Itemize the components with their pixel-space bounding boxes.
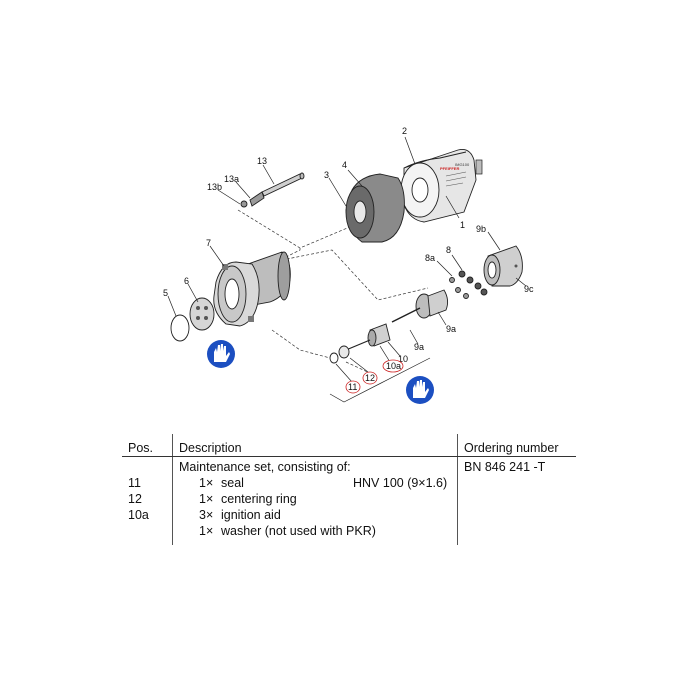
- item-name: seal: [221, 476, 244, 490]
- callout-2: 2: [402, 126, 407, 136]
- list-item: 1× washer (not used with PKR): [179, 523, 451, 539]
- callout-10: 10: [398, 354, 408, 364]
- flange-part: [213, 251, 291, 327]
- item-name: washer (not used with PKR): [221, 524, 376, 538]
- screws-part: [449, 270, 488, 299]
- svg-text:12: 12: [365, 373, 375, 383]
- callout-13: 13: [257, 156, 267, 166]
- table-row: 11 12 10a Maintenance set, consisting of…: [122, 456, 577, 546]
- pos-cell: 11 12 10a: [122, 456, 173, 545]
- item-name: centering ring: [221, 492, 297, 506]
- anode-holder-part: [391, 289, 449, 323]
- pos-value: 12: [128, 492, 142, 506]
- assembly-path: [261, 249, 429, 301]
- gauge-label: IMG100: [455, 162, 470, 167]
- exploded-view-diagram: PFEIFFER IMG100: [163, 126, 534, 404]
- callout-5: 5: [163, 288, 168, 298]
- ceramic-part: [345, 323, 391, 351]
- callout-13b: 13b: [207, 182, 222, 192]
- cylinder-part-9b: [483, 245, 523, 287]
- brand-mark: PFEIFFER: [440, 166, 459, 171]
- header-description: Description: [172, 434, 458, 457]
- callout-6: 6: [184, 276, 189, 286]
- callout-9b: 9b: [476, 224, 486, 234]
- parts-table: Pos. Description Ordering number 11 12 1…: [122, 434, 576, 545]
- assembly-path: [271, 329, 331, 359]
- set-title: Maintenance set, consisting of:: [179, 460, 351, 474]
- callout-8a: 8a: [425, 253, 435, 263]
- callout-9a-lower: 9a: [414, 342, 424, 352]
- ordering-number: BN 846 241 -T: [464, 460, 546, 474]
- description-cell: Maintenance set, consisting of: 1× seal HN…: [172, 456, 458, 545]
- wear-gloves-icon: [406, 376, 434, 404]
- list-item: 1× seal HNV 100 (9×1.6): [179, 475, 451, 491]
- callout-4: 4: [342, 160, 347, 170]
- item-spec: HNV 100 (9×1.6): [353, 476, 448, 490]
- callout-1: 1: [460, 220, 465, 230]
- callout-8: 8: [446, 245, 451, 255]
- item-qty: 1×: [199, 492, 214, 506]
- header-ordering-number: Ordering number: [457, 434, 576, 457]
- callout-7: 7: [206, 238, 211, 248]
- svg-text:11: 11: [348, 382, 357, 392]
- ordering-number-cell: BN 846 241 -T: [458, 457, 577, 546]
- item-qty: 1×: [199, 476, 214, 490]
- rings-part: [329, 345, 350, 364]
- pos-value: [128, 523, 166, 539]
- header-pos: Pos.: [122, 434, 173, 457]
- pos-value: 10a: [128, 508, 149, 522]
- callout-9a-upper: 9a: [446, 324, 456, 334]
- assembly-path: [235, 248, 301, 283]
- item-name: ignition aid: [221, 508, 281, 522]
- circled-callout-12: 12: [362, 371, 378, 385]
- callout-13a: 13a: [224, 174, 239, 184]
- pos-value: 11: [128, 476, 141, 490]
- feedthrough-pin-part: [240, 172, 305, 208]
- circled-callout-10a: 10a: [382, 359, 404, 373]
- housing-part: PFEIFFER IMG100: [400, 149, 483, 223]
- wear-gloves-icon: [207, 340, 235, 368]
- callout-9c: 9c: [524, 284, 534, 294]
- item-qty: 1×: [199, 524, 214, 538]
- circled-callout-11: 11: [345, 380, 361, 394]
- callout-3: 3: [324, 170, 329, 180]
- list-item: 1× centering ring: [179, 491, 451, 507]
- item-qty: 3×: [199, 508, 214, 522]
- table-header-row: Pos. Description Ordering number: [122, 434, 576, 457]
- svg-text:10a: 10a: [386, 361, 401, 371]
- disc-part: [189, 297, 215, 331]
- magnet-part: [345, 173, 405, 243]
- snap-ring-part: [170, 314, 190, 342]
- list-item: 3× ignition aid: [179, 507, 451, 523]
